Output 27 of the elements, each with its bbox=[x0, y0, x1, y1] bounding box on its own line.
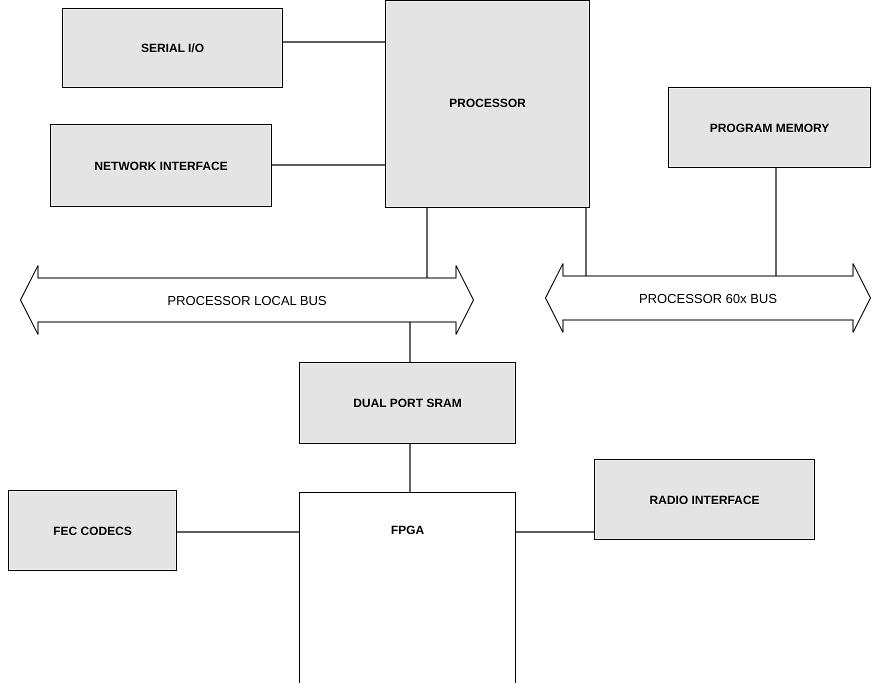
node-label: NETWORK INTERFACE bbox=[94, 158, 228, 172]
node-label: FEC CODECS bbox=[53, 524, 132, 538]
connector-line bbox=[409, 322, 411, 362]
processor-box bbox=[385, 0, 590, 208]
node-label: PROCESSOR bbox=[449, 96, 526, 110]
connector-line bbox=[272, 164, 385, 166]
connector-line bbox=[426, 208, 428, 278]
process-box bbox=[299, 362, 516, 444]
node-label: DUAL PORT SRAM bbox=[353, 396, 462, 410]
connector-line bbox=[177, 531, 299, 533]
connector-line bbox=[409, 444, 411, 492]
fpga-box bbox=[299, 492, 516, 683]
node-label: RADIO INTERFACE bbox=[649, 492, 760, 506]
process-box bbox=[62, 8, 283, 88]
connector-line bbox=[585, 208, 587, 276]
connector-line bbox=[775, 168, 777, 276]
node-label: PROGRAM MEMORY bbox=[710, 120, 830, 134]
process-box bbox=[8, 490, 177, 571]
connector-line bbox=[516, 531, 594, 533]
node-label: PROCESSOR LOCAL BUS bbox=[167, 292, 327, 308]
node-label: FPGA bbox=[390, 523, 424, 537]
node-label: SERIAL I/O bbox=[140, 41, 204, 55]
process-box bbox=[50, 124, 272, 207]
connector-line bbox=[283, 41, 385, 43]
process-box bbox=[668, 87, 871, 168]
process-box bbox=[594, 459, 815, 540]
node-label: PROCESSOR 60x BUS bbox=[639, 290, 777, 306]
